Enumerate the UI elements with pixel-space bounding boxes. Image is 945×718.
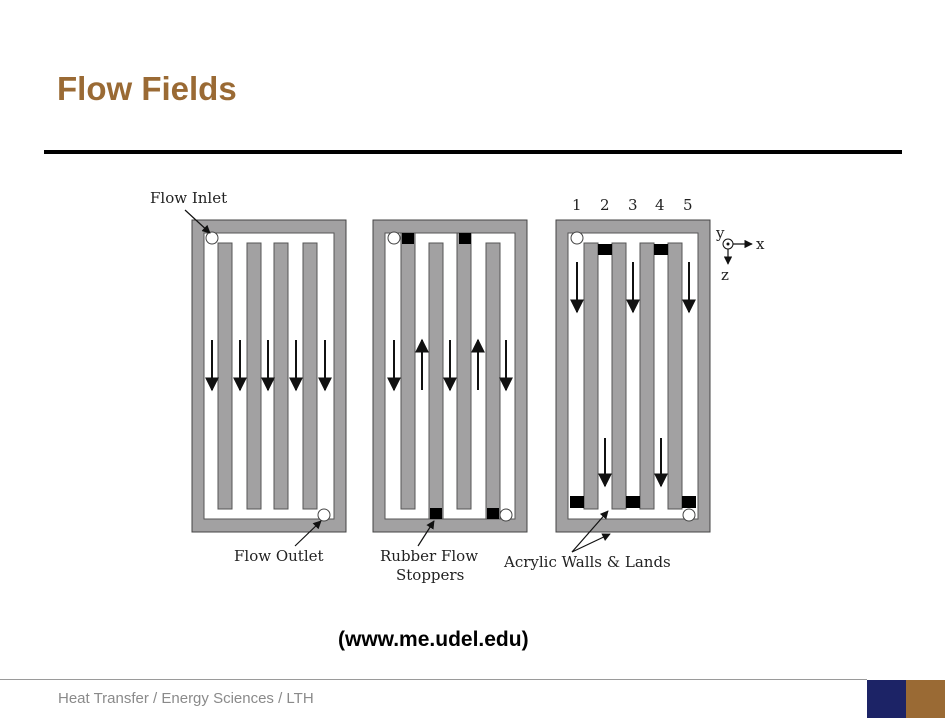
footer-blue-block <box>867 680 906 718</box>
panel-parallel <box>191 219 347 533</box>
axis-x-label: x <box>756 235 765 253</box>
stoppers-label-line2: Stoppers <box>396 566 464 584</box>
channel-number: 1 <box>572 196 582 214</box>
panel-interdigitated <box>372 219 528 533</box>
axis-y-label: y <box>715 224 725 242</box>
slide-title: Flow Fields <box>57 70 237 107</box>
flow-field-diagram: 1 2 3 4 5 y x z Flow Inlet Flow Outlet R… <box>150 189 765 584</box>
flow-stopper <box>654 244 668 255</box>
rubber-flow-stoppers-label: Rubber Flow Stoppers <box>380 547 483 584</box>
flow-inlet-label: Flow Inlet <box>150 189 227 207</box>
axes-indicator: y x z <box>715 224 765 284</box>
outlet-port <box>499 508 513 522</box>
inlet-port <box>570 231 584 245</box>
outlet-port <box>317 508 331 522</box>
acrylic-walls-label: Acrylic Walls & Lands <box>503 553 671 571</box>
inlet-port <box>205 231 219 245</box>
flow-stopper <box>459 233 471 244</box>
channel-number: 2 <box>600 196 610 214</box>
flow-stopper <box>598 244 612 255</box>
flow-stopper <box>402 233 414 244</box>
flow-outlet-label: Flow Outlet <box>234 547 324 565</box>
stoppers-label-line1: Rubber Flow <box>380 547 478 565</box>
inlet-port <box>387 231 401 245</box>
source-citation: (www.me.udel.edu) <box>338 628 529 651</box>
outlet-port <box>682 508 696 522</box>
flow-stopper <box>626 496 640 508</box>
channel-number: 4 <box>655 196 665 214</box>
footer-text: Heat Transfer / Energy Sciences / LTH <box>58 690 314 707</box>
flow-stopper <box>570 496 584 508</box>
flow-stopper <box>682 496 696 508</box>
footer-divider <box>0 679 867 680</box>
footer-brown-block <box>906 680 945 718</box>
flow-stopper <box>430 508 442 519</box>
channel-number: 5 <box>683 196 693 214</box>
title-divider <box>44 150 902 154</box>
axis-z-label: z <box>721 266 729 284</box>
flow-stopper <box>487 508 499 519</box>
channel-number: 3 <box>628 196 638 214</box>
panel-serpentine: 1 2 3 4 5 y x z <box>555 196 765 533</box>
